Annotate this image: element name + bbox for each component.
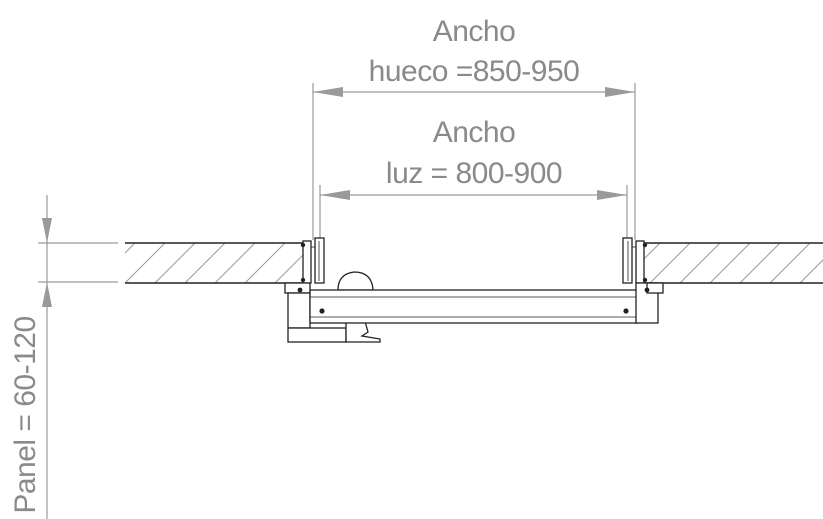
panel-arrow-bottom	[42, 282, 52, 307]
screw-left	[319, 308, 325, 314]
frame-screw-right-top	[642, 242, 648, 248]
hueco-arrow-right	[605, 87, 635, 97]
bolt-left	[297, 287, 303, 293]
frame-screw-right-bottom	[642, 277, 648, 283]
hueco-dimension: Ancho hueco =850-950	[312, 15, 636, 240]
panel-arrow-top	[42, 218, 52, 243]
hueco-arrow-left	[313, 87, 343, 97]
bolt-right	[644, 287, 650, 293]
right-bracket	[646, 282, 664, 294]
luz-label-line1: Ancho	[433, 116, 516, 149]
luz-arrow-right	[597, 190, 627, 200]
left-frame-profile	[302, 237, 325, 284]
panel-label: Panel = 60-120	[9, 316, 42, 513]
track-rail	[309, 289, 639, 324]
screw-right	[623, 308, 629, 314]
frame-screw-left-top	[300, 242, 306, 248]
right-wall-hatch	[640, 243, 823, 283]
hueco-label-line1: Ancho	[433, 15, 516, 48]
sliding-door-assembly	[284, 242, 664, 343]
lower-guide	[287, 327, 347, 343]
hueco-label-line2: hueco =850-950	[369, 55, 580, 88]
panel-dimension: Panel = 60-120	[9, 195, 118, 519]
luz-label-line2: luz = 800-900	[386, 157, 562, 190]
right-frame-profile	[622, 237, 645, 284]
left-wall-hatch	[125, 243, 305, 283]
left-end-cap	[287, 292, 311, 329]
right-wall-section	[640, 242, 823, 284]
frame-screw-left-bottom	[300, 277, 306, 283]
luz-dimension: Ancho luz = 800-900	[319, 116, 628, 240]
left-bracket	[284, 282, 311, 294]
luz-arrow-left	[320, 190, 350, 200]
handle-knob	[337, 271, 374, 291]
left-wall-section	[125, 242, 305, 284]
